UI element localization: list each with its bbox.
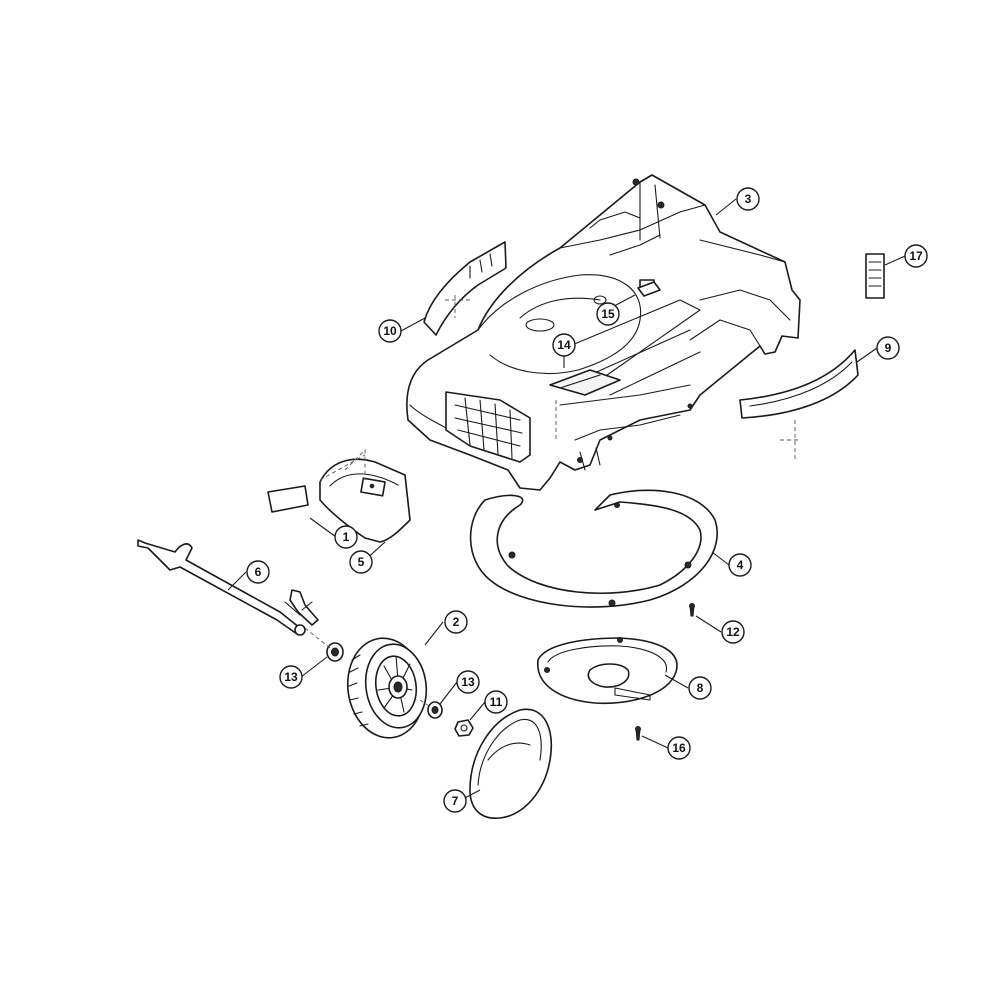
callout-13-right: 13 bbox=[456, 670, 480, 694]
callout-label: 16 bbox=[672, 741, 686, 755]
callout-label: 13 bbox=[284, 670, 298, 684]
callout-label: 15 bbox=[601, 307, 615, 321]
wheel bbox=[346, 637, 428, 739]
wheel-nut bbox=[454, 719, 474, 737]
mower-deck-housing bbox=[406, 174, 801, 491]
callout-13-left: 13 bbox=[279, 665, 303, 689]
callout-label: 6 bbox=[255, 565, 262, 579]
screw-12 bbox=[689, 603, 695, 617]
callout-4: 4 bbox=[728, 553, 752, 577]
callout-10: 10 bbox=[378, 319, 402, 343]
axle-rod bbox=[137, 539, 319, 636]
callout-label: 7 bbox=[452, 794, 459, 808]
callout-label: 5 bbox=[358, 555, 365, 569]
callout-17: 17 bbox=[904, 244, 928, 268]
callout-label: 13 bbox=[461, 675, 475, 689]
lower-plate bbox=[537, 637, 678, 705]
callout-label: 12 bbox=[726, 625, 740, 639]
callout-15: 15 bbox=[596, 302, 620, 326]
right-trim-strip bbox=[739, 349, 859, 419]
callout-7: 7 bbox=[443, 789, 467, 813]
channel-plate bbox=[549, 369, 621, 396]
callout-2: 2 bbox=[444, 610, 468, 634]
callout-1: 1 bbox=[334, 525, 358, 549]
screw-16 bbox=[635, 726, 641, 741]
leader-lines bbox=[227, 198, 906, 799]
front-label bbox=[267, 485, 309, 513]
callout-14: 14 bbox=[552, 333, 576, 357]
callout-9: 9 bbox=[876, 336, 900, 360]
callout-label: 4 bbox=[737, 558, 744, 572]
baffle-ring bbox=[469, 489, 718, 608]
warning-label bbox=[865, 253, 885, 299]
callout-16: 16 bbox=[667, 736, 691, 760]
callout-label: 10 bbox=[383, 324, 397, 338]
bushing-right bbox=[427, 701, 443, 719]
callout-11: 11 bbox=[484, 690, 508, 714]
callout-3: 3 bbox=[736, 187, 760, 211]
left-trim-strip bbox=[423, 241, 507, 336]
callout-label: 17 bbox=[909, 249, 923, 263]
front-cover bbox=[319, 458, 411, 543]
callout-label: 9 bbox=[885, 341, 892, 355]
callout-12: 12 bbox=[721, 620, 745, 644]
callout-8: 8 bbox=[688, 676, 712, 700]
callout-6: 6 bbox=[246, 560, 270, 584]
callout-label: 14 bbox=[557, 338, 571, 352]
hub-cap bbox=[469, 708, 552, 819]
callout-5: 5 bbox=[349, 550, 373, 574]
callout-label: 1 bbox=[343, 530, 350, 544]
bushing-left bbox=[326, 642, 344, 662]
callout-label: 11 bbox=[490, 695, 503, 709]
clip-part bbox=[637, 281, 661, 297]
callout-label: 2 bbox=[453, 615, 460, 629]
callout-label: 3 bbox=[745, 192, 752, 206]
alignment-lines bbox=[319, 448, 366, 481]
callout-label: 8 bbox=[697, 681, 704, 695]
